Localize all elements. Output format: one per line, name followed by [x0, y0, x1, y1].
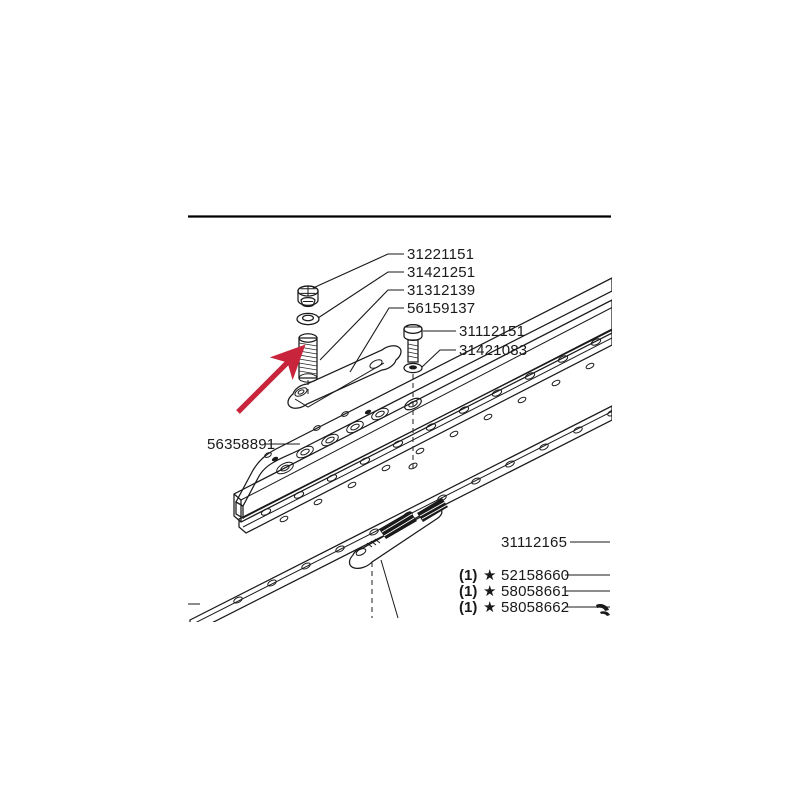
- callout-31421251: 31421251: [407, 264, 475, 281]
- bracket-small-holes: [264, 411, 349, 458]
- starred-qty-1: (1): [459, 567, 477, 584]
- callout-31112151: 31112151: [459, 323, 525, 340]
- callout-31421083: 31421083: [459, 342, 527, 359]
- callout-56159137: 56159137: [407, 300, 475, 317]
- leader-31221151: [312, 253, 404, 289]
- callout-labels: 31221151 31421251 31312139 56159137 3111…: [207, 246, 569, 616]
- callout-56358891: 56358891: [207, 436, 275, 453]
- leader-lines: [264, 253, 610, 608]
- starred-partnumber-2: 58058661: [501, 583, 569, 600]
- callout-31221151: 31221151: [407, 246, 474, 263]
- link-plate-56159137: [287, 345, 402, 409]
- starred-partnumber-1: 52158660: [501, 567, 569, 584]
- red-highlight-arrow: [236, 344, 306, 414]
- star-icon-1: ★: [483, 566, 496, 584]
- star-icon-3: ★: [483, 598, 496, 616]
- countersunk-hole-group: [276, 397, 422, 475]
- starred-part-row-1: (1) ★ 52158660: [459, 566, 569, 584]
- star-icon-2: ★: [483, 582, 496, 600]
- leader-31312139: [319, 289, 404, 361]
- part-hex-flange-nut-31221151: [297, 285, 319, 308]
- part-hex-bolt-31112151: [403, 323, 423, 363]
- starred-part-row-3: (1) ★ 58058662: [459, 598, 569, 616]
- callout-31112165: 31112165: [501, 534, 567, 551]
- part-washer-31421083: [403, 362, 423, 470]
- bracket-plate-56358891: [235, 277, 612, 520]
- leader-31421083: [421, 349, 456, 368]
- starred-part-row-2: (1) ★ 58058661: [459, 582, 569, 600]
- callout-31312139: 31312139: [407, 282, 475, 299]
- rail-main-perforated-beam: [233, 299, 612, 534]
- starred-qty-3: (1): [459, 599, 477, 616]
- starred-qty-2: (1): [459, 583, 477, 600]
- leader-56159137: [349, 307, 404, 373]
- part-cross-member-fastener-31112165: [348, 498, 448, 619]
- bracket-dark-rivets: [271, 409, 372, 462]
- part-washer-31421251: [296, 312, 320, 326]
- starred-partnumber-3: 58058662: [501, 599, 569, 616]
- leader-31421251: [317, 271, 404, 319]
